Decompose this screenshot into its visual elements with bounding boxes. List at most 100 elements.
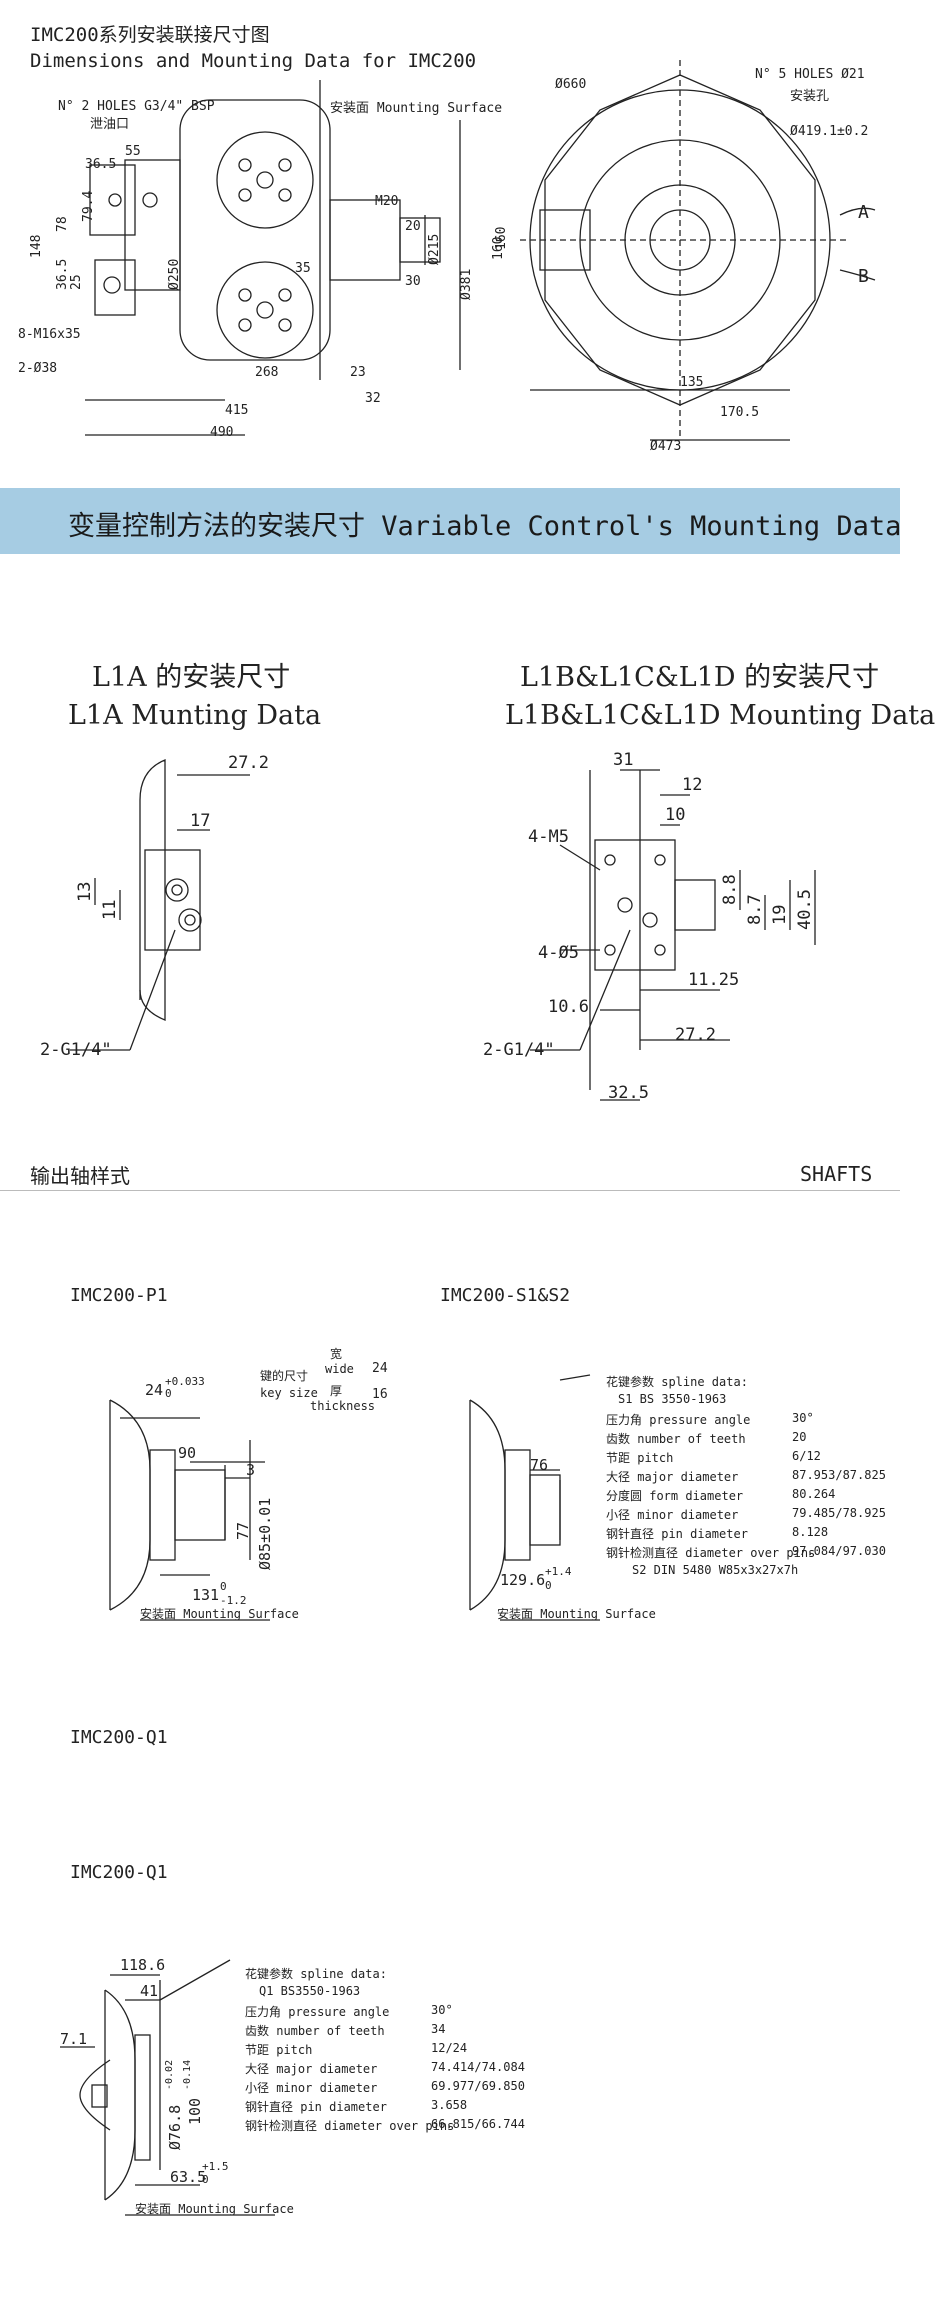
spline-row: 齿数 number of teeth 34 [245, 2022, 545, 2041]
dim-label: +0.033 [165, 1375, 205, 1388]
dim-label: wide [325, 1362, 354, 1376]
q1-name: IMC200-Q1 [70, 1862, 168, 1883]
l1b-drawing: 31 12 10 4-M5 8.8 8.7 19 40.5 4-Ø5 11.25… [483, 750, 816, 1103]
dim-label: 安装面 Mounting Surface [497, 1606, 656, 1621]
spline-row: 小径 minor diameter 79.485/78.925 [606, 1506, 896, 1525]
dim-label: 90 [178, 1444, 196, 1462]
l1b-title-en: L1B&L1C&L1D Mounting Data [505, 700, 935, 731]
p1-name: IMC200-P1 [70, 1285, 168, 1306]
spline-key: 节距 pitch [245, 2043, 313, 2057]
dim-label: Ø250 [167, 259, 182, 290]
dim-label: 10 [665, 805, 685, 825]
s1s2-spline-table: 花键参数 spline data: S1 BS 3550-1963 压力角 pr… [606, 1373, 896, 1582]
dim-label: 12 [682, 775, 702, 795]
dim-label: 135 [680, 375, 703, 390]
dim-label: 7.1 [60, 2030, 87, 2048]
spline-value: 79.485/78.925 [792, 1506, 886, 1520]
spline-key: 小径 minor diameter [606, 1508, 739, 1522]
section-bar: 变量控制方法的安装尺寸 Variable Control's Mounting … [0, 488, 902, 554]
dim-label: 36.5 [85, 157, 116, 172]
divider [0, 1190, 900, 1191]
l1a-drawing: 27.2 17 13 11 2-G1/4" [40, 753, 269, 1060]
dim-label: 2-G1/4" [483, 1040, 555, 1060]
dim-label: 118.6 [120, 1956, 165, 1974]
dim-label: 20 [405, 219, 421, 234]
spline-key: 小径 minor diameter [245, 2081, 378, 2095]
spline-key: 分度圆 form diameter [606, 1489, 744, 1503]
dim-label: 0 [220, 1580, 227, 1593]
spline-key: 齿数 number of teeth [245, 2024, 385, 2038]
spline-key: 钢针直径 pin diameter [606, 1527, 748, 1541]
s1s2-name: IMC200-S1&S2 [440, 1285, 571, 1306]
spline-key: 钢针检测直径 diameter over pins [245, 2119, 455, 2133]
dim-label: 11.25 [688, 970, 739, 990]
l1a-title-cn: L1A 的安装尺寸 [92, 662, 291, 693]
dim-label: 0 [202, 2173, 209, 2186]
dim-label: 3 [246, 1461, 255, 1479]
spline-value: 12/24 [431, 2041, 468, 2055]
dim-label: 268 [255, 365, 278, 380]
dim-label: 55 [125, 144, 141, 159]
dim-label: B [858, 266, 869, 287]
dim-label: 24 [372, 1361, 388, 1376]
spline-row: S2 DIN 5480 W85x3x27x7h [606, 1563, 896, 1582]
spline-value: 74.414/74.084 [431, 2060, 525, 2074]
dim-label: 10.6 [548, 997, 589, 1017]
p1-drawing: 24 +0.033 0 键的尺寸 key size 宽 wide 厚 thick… [109, 1346, 388, 1621]
dim-label: key size [260, 1386, 318, 1400]
q1a-name: IMC200-Q1 [70, 1727, 168, 1748]
dim-label: 25 [69, 274, 84, 290]
dim-label: 27.2 [228, 753, 269, 773]
spline-key: 钢针直径 pin diameter [245, 2100, 387, 2114]
q1-spline-table: 花键参数 spline data: Q1 BS3550-1963 压力角 pre… [245, 1965, 545, 2136]
dim-label: A [858, 202, 869, 223]
dim-label: 79.4 [81, 191, 96, 222]
shafts-title-en: SHAFTS [800, 1162, 873, 1186]
dim-label: 148 [29, 235, 44, 258]
dim-label: 170.5 [720, 405, 759, 420]
dim-label: Ø76.8 [166, 2105, 184, 2150]
dim-label: 32.5 [608, 1083, 649, 1103]
dim-label: 泄油口 [90, 117, 129, 132]
dim-label: 23 [350, 365, 366, 380]
spline-value: 34 [431, 2022, 446, 2036]
dim-label: 安装面 Mounting Surface [135, 2201, 294, 2216]
dim-label: 78 [55, 216, 70, 232]
dim-label: 11 [100, 900, 120, 920]
spline-key: S1 BS 3550-1963 [618, 1392, 727, 1406]
dim-label: 8.7 [745, 894, 765, 925]
dim-label: 63.5 [170, 2168, 206, 2186]
dim-label: 2-G1/4" [40, 1040, 112, 1060]
spline-value: 97.084/97.030 [792, 1544, 886, 1558]
spline-value: 30° [792, 1411, 814, 1425]
spline-key: 大径 major diameter [245, 2062, 378, 2076]
dim-label: 160 [494, 227, 509, 250]
dim-label: 30 [405, 274, 421, 289]
dim-label: 4-Ø5 [538, 943, 579, 963]
spline-value: 30° [431, 2003, 453, 2017]
dim-label: 77 [234, 1522, 252, 1540]
section-bar-title: 变量控制方法的安装尺寸 Variable Control's Mounting … [68, 511, 902, 542]
dim-label: Ø660 [555, 77, 586, 92]
dim-label: 41 [140, 1982, 158, 2000]
dim-label: 19 [770, 905, 790, 925]
dim-label: Ø85±0.01 [256, 1498, 274, 1570]
dim-label: 厚 [330, 1384, 342, 1398]
spline-row: 压力角 pressure angle 30° [245, 2003, 545, 2022]
spline-key: 齿数 number of teeth [606, 1432, 746, 1446]
dim-label: 4-M5 [528, 827, 569, 847]
spline-row: 大径 major diameter 74.414/74.084 [245, 2060, 545, 2079]
spline-key: 压力角 pressure angle [245, 2005, 390, 2019]
dim-label: 0 [545, 1579, 552, 1592]
l1b-title-cn: L1B&L1C&L1D 的安装尺寸 [520, 662, 880, 693]
title-cn: IMC200系列安装联接尺寸图 [30, 24, 270, 46]
dim-label: Ø473 [650, 439, 681, 454]
dim-label: -1.2 [220, 1594, 247, 1607]
